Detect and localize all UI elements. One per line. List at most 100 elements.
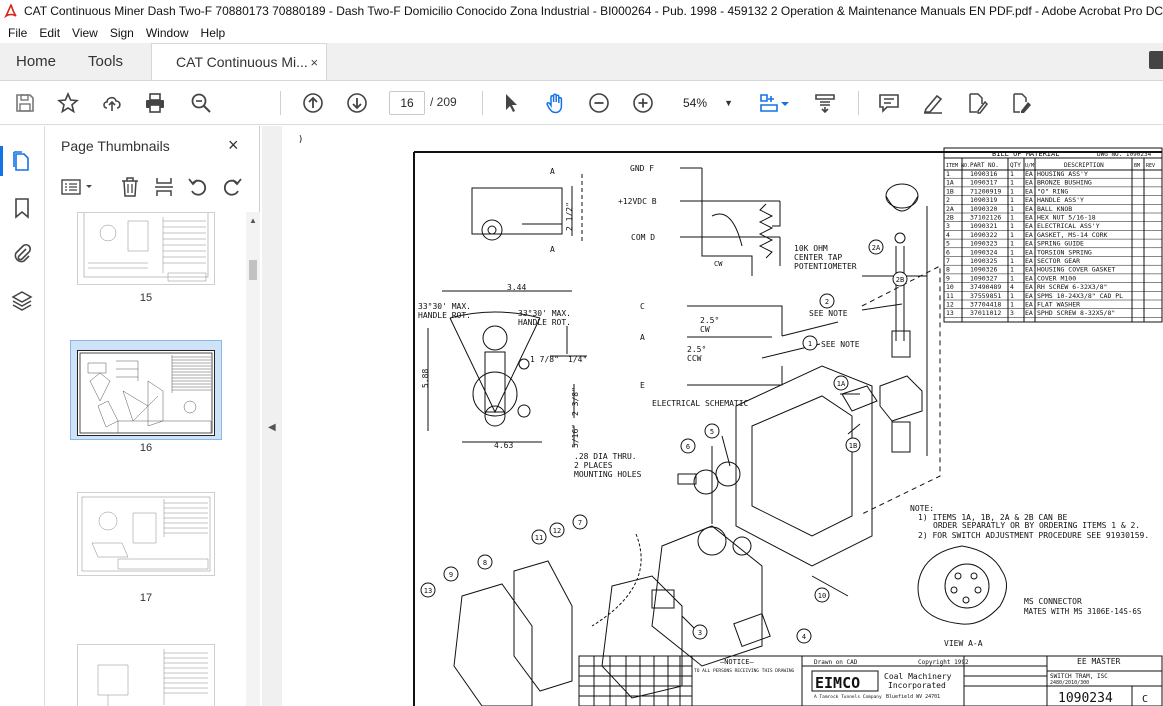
rotate-right-icon[interactable] — [221, 176, 243, 198]
label-com: COM D — [631, 233, 655, 242]
tab-close-icon[interactable]: × — [310, 54, 319, 70]
menu-sign[interactable]: Sign — [109, 25, 134, 40]
menu-help[interactable]: Help — [200, 25, 226, 40]
upload-icon[interactable] — [101, 92, 123, 114]
bom-cell: 1090323 — [970, 240, 997, 248]
bom-cell: 2B — [946, 214, 954, 222]
panel-collapse-strip[interactable]: ◀ — [262, 126, 282, 706]
tab-document[interactable]: CAT Continuous Mi... × — [151, 43, 328, 80]
bom-cell: BALL KNOB — [1037, 205, 1072, 213]
fit-page-icon[interactable] — [758, 92, 780, 114]
active-indicator — [0, 146, 3, 176]
balloon-4: 4 — [802, 633, 806, 641]
toolbar-separator — [280, 91, 281, 115]
balloon-2a: 2A — [872, 244, 881, 252]
document-canvas[interactable]: 2 1 2A 2B 1A 1B 3 4 5 6 7 8 9 10 11 12 1… — [282, 126, 1163, 706]
thumbnail-page-18[interactable] — [77, 644, 215, 706]
attachments-icon[interactable] — [11, 243, 33, 265]
tab-home[interactable]: Home — [16, 52, 57, 70]
zoom-dropdown[interactable]: 54% ▼ — [677, 91, 737, 115]
current-page-input[interactable]: 16 — [389, 91, 425, 115]
bom-cell: 2A — [946, 205, 954, 213]
bom-cell: EA — [1025, 196, 1033, 204]
balloon-2: 2 — [825, 298, 829, 306]
bookmarks-icon[interactable] — [11, 197, 33, 219]
collapse-arrow-icon[interactable]: ◀ — [268, 422, 276, 433]
dwg-number: 1090234 — [1058, 691, 1113, 706]
fill-sign-icon[interactable] — [966, 92, 988, 114]
tab-bar: Home Tools CAT Continuous Mi... × — [0, 43, 1163, 81]
bom-cell: 10 — [946, 283, 954, 291]
bom-cell: EA — [1025, 274, 1033, 282]
zoom-in-icon[interactable] — [632, 92, 654, 114]
comment-icon[interactable] — [878, 92, 900, 114]
scroll-up-icon[interactable]: ▲ — [249, 216, 257, 225]
toolbar-separator — [482, 91, 483, 115]
save-icon[interactable] — [14, 92, 36, 114]
menu-edit[interactable]: Edit — [39, 25, 61, 40]
menu-view[interactable]: View — [72, 25, 98, 40]
edit-pdf-icon[interactable] — [1010, 92, 1032, 114]
bom-cell: 1090326 — [970, 266, 997, 274]
see-note-1: SEE NOTE — [821, 340, 860, 349]
item-balloons — [420, 239, 908, 644]
page-margin-mark: ) — [298, 135, 303, 145]
bom-cell: EA — [1025, 309, 1033, 317]
bom-cell: 1090316 — [970, 170, 997, 178]
thumbnails-panel: Page Thumbnails × — [46, 126, 260, 706]
label-gnd: GND F — [630, 164, 654, 173]
thumbnail-page-15[interactable] — [77, 212, 215, 285]
thumbnail-label: 15 — [139, 292, 153, 304]
thumbnail-page-16[interactable] — [77, 350, 215, 436]
menu-window[interactable]: Window — [145, 25, 189, 40]
scroll-mode-icon[interactable] — [814, 92, 836, 114]
note-head: NOTE: — [910, 504, 934, 513]
page-thumbnails-icon[interactable] — [11, 150, 33, 172]
insert-page-icon[interactable] — [153, 176, 175, 198]
thumbnail-scrollbar[interactable]: ▲ — [246, 212, 260, 706]
bom-cell: "O" RING — [1037, 187, 1068, 195]
bom-cell: 1090327 — [970, 274, 997, 282]
panel-close-icon[interactable]: × — [228, 135, 239, 155]
tab-tools[interactable]: Tools — [88, 52, 124, 70]
highlight-pen-icon[interactable] — [922, 92, 944, 114]
fit-page-dropdown-icon[interactable] — [780, 92, 790, 114]
toolbar-separator — [858, 91, 859, 115]
page-down-icon[interactable] — [346, 92, 368, 114]
thumbnail-page-17[interactable] — [77, 492, 215, 576]
dim-178: 1 7/8" — [530, 355, 559, 364]
comment-bubble-icon[interactable] — [1149, 51, 1163, 69]
bom-cell: GASKET, MS-14 CORK — [1037, 231, 1108, 239]
left-nav-rail — [0, 126, 45, 706]
zoom-out-icon[interactable] — [588, 92, 610, 114]
balloon-6: 6 — [686, 443, 690, 451]
thumbnail-list: 15 16 — [46, 212, 246, 706]
bom-cell: 3 — [1010, 309, 1014, 317]
bom-cell: EA — [1025, 214, 1033, 222]
bom-cell: 1 — [1010, 231, 1014, 239]
bom-cell: FLAT WASHER — [1037, 301, 1080, 309]
dim-516: 5/16" — [571, 424, 580, 448]
page-up-icon[interactable] — [302, 92, 324, 114]
balloon-10: 10 — [818, 592, 826, 600]
select-arrow-icon[interactable] — [500, 92, 522, 114]
scrollbar-thumb[interactable] — [249, 260, 257, 280]
hand-icon[interactable] — [544, 92, 566, 114]
bookmark-star-icon[interactable] — [57, 92, 79, 114]
bom-cell: 1090321 — [970, 222, 997, 230]
delete-page-icon[interactable] — [119, 176, 141, 198]
print-icon[interactable] — [144, 92, 166, 114]
chevron-down-icon: ▼ — [724, 98, 733, 108]
rotate-left-icon[interactable] — [187, 176, 209, 198]
bom-cell: HANDLE ASS'Y — [1037, 196, 1084, 204]
bom-cell: EA — [1025, 222, 1033, 230]
thumbnail-options-icon[interactable] — [60, 176, 96, 198]
menu-file[interactable]: File — [8, 25, 28, 40]
search-zoom-icon[interactable] — [190, 92, 212, 114]
bom-cell: 1 — [1010, 222, 1014, 230]
company-line-1: Coal Machinery — [884, 672, 952, 681]
layers-icon[interactable] — [11, 290, 33, 312]
balloon-7: 7 — [578, 519, 582, 527]
bom-cell: 71200919 — [970, 187, 1001, 195]
